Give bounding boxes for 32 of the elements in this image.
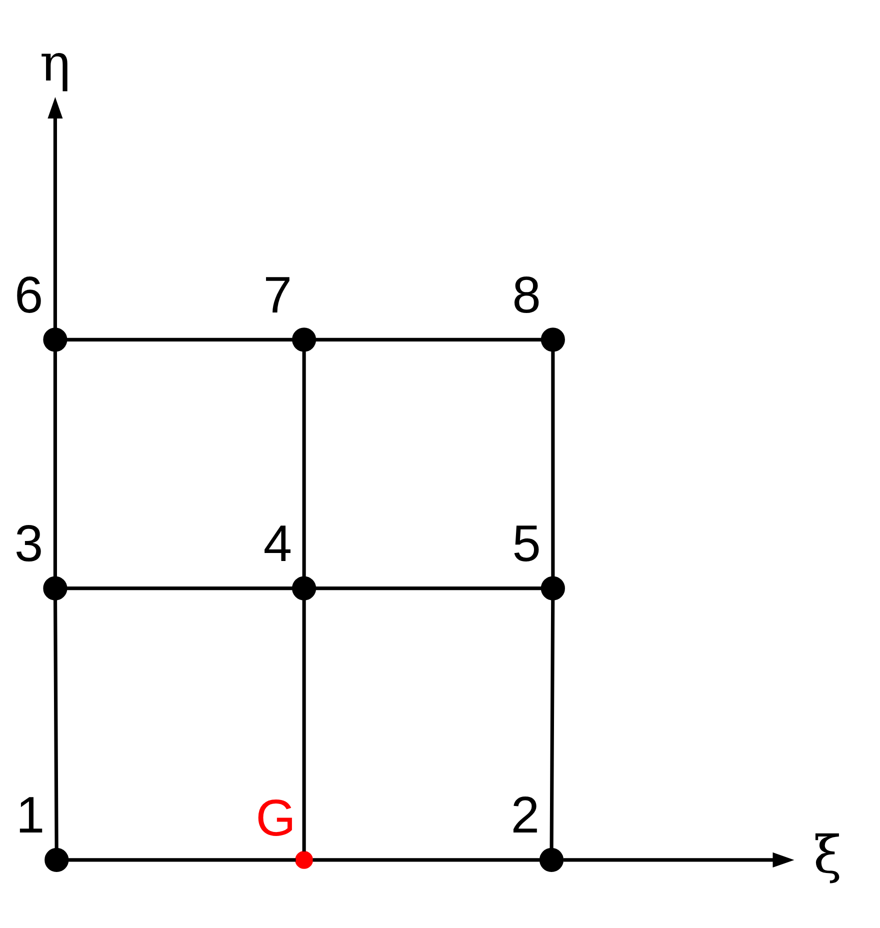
connector <box>316 586 542 590</box>
node-circle <box>43 328 68 352</box>
node-circle <box>44 848 69 872</box>
node-circle <box>540 576 565 600</box>
node-label: 4 <box>263 514 292 572</box>
connector <box>551 351 555 577</box>
node-circle <box>292 576 316 600</box>
connector <box>312 858 540 862</box>
connector <box>53 351 57 577</box>
node-label: 2 <box>510 786 540 844</box>
node-label: 5 <box>512 514 541 572</box>
label: ξ <box>813 826 842 886</box>
connector <box>302 600 306 852</box>
node-circle <box>539 848 564 872</box>
connector <box>302 351 306 577</box>
label: η <box>40 34 71 94</box>
connector <box>66 586 292 590</box>
connector <box>68 858 296 862</box>
connector <box>53 600 58 848</box>
node-label: 7 <box>263 265 292 324</box>
connector <box>316 338 542 342</box>
node-label: G <box>256 788 296 847</box>
node-circle <box>292 328 316 352</box>
node-label: 1 <box>16 786 45 844</box>
connector <box>550 600 555 848</box>
node-circle <box>295 851 314 869</box>
node-circle <box>540 328 565 352</box>
node-label: 8 <box>512 265 541 324</box>
connector <box>66 338 292 342</box>
node-label: 3 <box>14 514 44 572</box>
node-circle <box>43 576 68 600</box>
node-label: 6 <box>14 265 44 324</box>
